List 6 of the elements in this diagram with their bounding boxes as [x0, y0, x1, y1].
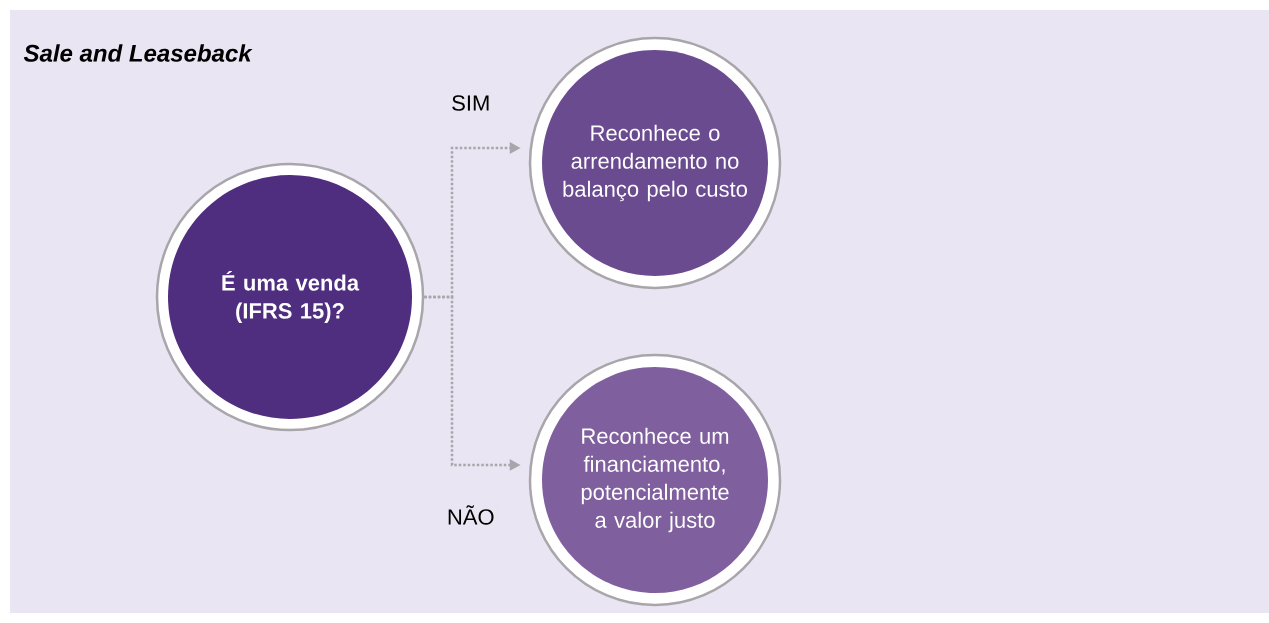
circle-node: Reconhece o arrendamento no balanço pelo custo	[528, 36, 782, 290]
circle-node: É uma venda (IFRS 15)?	[155, 162, 425, 432]
title: Sale and Leaseback	[23, 44, 253, 62]
circle-node: Reconhece um financiamento, potencialmente a valor justo	[528, 353, 782, 607]
edge-label: NÃO	[444, 503, 497, 527]
edge-label: SIM	[449, 93, 493, 113]
